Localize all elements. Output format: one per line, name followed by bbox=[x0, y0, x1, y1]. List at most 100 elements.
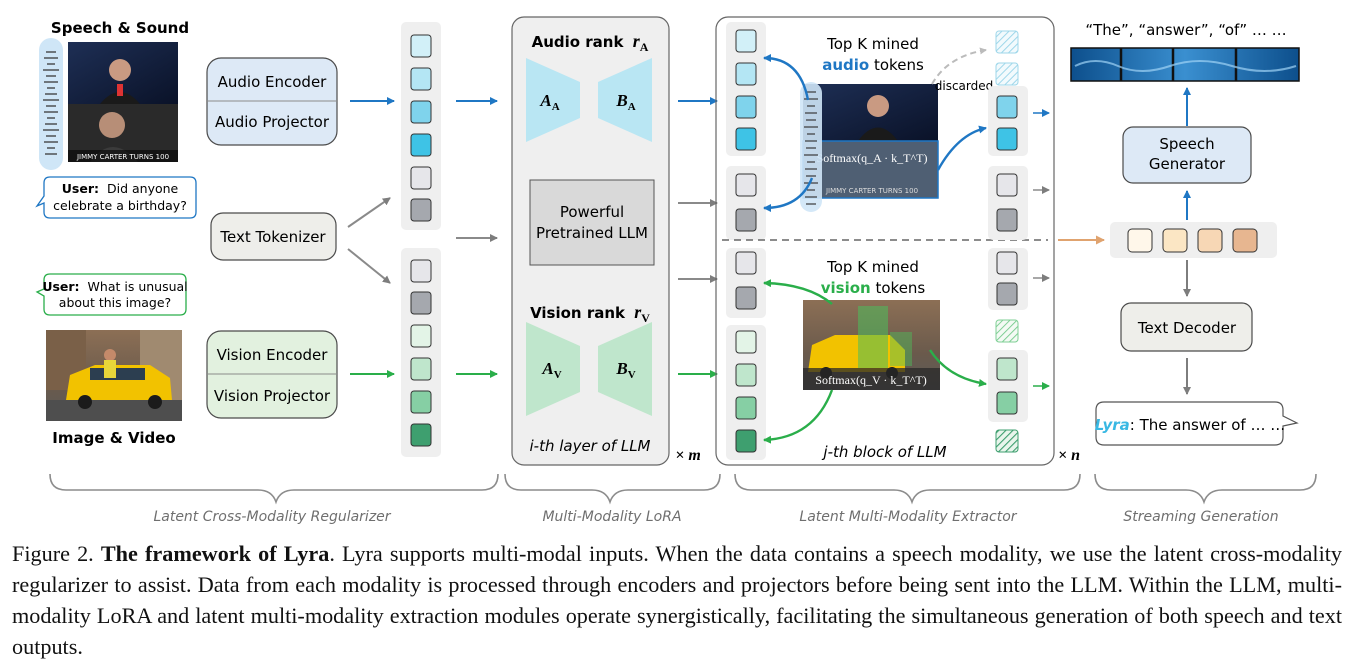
llm-layer-label: i-th layer of LLM bbox=[529, 437, 650, 455]
discarded-label: discarded bbox=[935, 79, 994, 93]
vision-encoder-projector-block: Vision Encoder Vision Projector bbox=[206, 330, 338, 419]
repeat-m: × m bbox=[675, 447, 701, 464]
mined-vision-token bbox=[996, 391, 1018, 415]
llm-label-line-1: Powerful bbox=[560, 203, 624, 221]
lora-b-vision: BV bbox=[615, 359, 635, 381]
section-braces bbox=[49, 473, 1317, 505]
audio-token bbox=[735, 127, 757, 151]
vision-projector-label: Vision Projector bbox=[214, 387, 331, 405]
section-label-regularizer: Latent Cross-Modality Regularizer bbox=[153, 509, 391, 525]
text-token bbox=[735, 286, 757, 310]
arrow-tokenizer-up bbox=[347, 197, 391, 228]
hidden-token bbox=[1127, 228, 1153, 253]
lyra-output-prefix: Lyra bbox=[1095, 416, 1130, 434]
llm-block-label: j-th block of LLM bbox=[821, 443, 946, 461]
audio-token bbox=[410, 67, 432, 91]
image-query-prefix: User: bbox=[42, 279, 79, 294]
news-video-thumbnail: JIMMY CARTER TURNS 100 bbox=[68, 42, 178, 162]
svg-text:Lyra: The answer of … …: Lyra: The answer of … … bbox=[1095, 416, 1285, 434]
vision-rank-label: Vision rank rV bbox=[530, 302, 650, 325]
vision-token bbox=[735, 363, 757, 387]
vision-attention-arrow-to-vision bbox=[763, 389, 834, 444]
text-decoder-block bbox=[1120, 302, 1253, 352]
speech-generator-label-2: Generator bbox=[1149, 155, 1226, 173]
hidden-token bbox=[1197, 228, 1223, 253]
vision-token bbox=[735, 330, 757, 354]
lora-b-vision-trapezoid bbox=[598, 322, 652, 416]
text-token bbox=[410, 166, 432, 190]
audio-token bbox=[410, 34, 432, 58]
speech-query-bubble: User: Did anyone celebrate a birthday? bbox=[35, 176, 197, 219]
caption-title: The framework of Lyra bbox=[100, 541, 330, 566]
softmax-audio: Softmax(q_A · k_T^T) bbox=[817, 151, 928, 165]
lyra-output-bubble: Lyra: The answer of … … bbox=[1095, 401, 1299, 446]
text-token bbox=[735, 208, 757, 232]
speech-generator-label-1: Speech bbox=[1159, 135, 1214, 153]
audio-attention-arrow-to-audio bbox=[763, 54, 810, 101]
audio-panel-caption: JIMMY CARTER TURNS 100 bbox=[825, 187, 918, 195]
text-token bbox=[735, 173, 757, 197]
lora-b-audio: BA bbox=[615, 91, 635, 113]
hidden-token bbox=[1162, 228, 1188, 253]
speech-spectrogram bbox=[1070, 47, 1300, 82]
text-tokenizer-label: Text Tokenizer bbox=[219, 228, 326, 246]
lora-b-audio-trapezoid bbox=[598, 58, 652, 142]
text-token bbox=[410, 291, 432, 315]
audio-token bbox=[410, 133, 432, 157]
audio-mined-arrow bbox=[936, 125, 987, 171]
discarded-arrow bbox=[931, 47, 987, 85]
llm-label-line-2: Pretrained LLM bbox=[536, 224, 648, 242]
section-label-extractor: Latent Multi-Modality Extractor bbox=[799, 509, 1017, 525]
discarded-vision-token bbox=[995, 319, 1019, 343]
top-k-vision-line-1: Top K mined bbox=[826, 258, 919, 276]
video-caption: JIMMY CARTER TURNS 100 bbox=[76, 153, 169, 161]
audio-rank-label: Audio rank rA bbox=[532, 31, 649, 54]
vision-token bbox=[410, 324, 432, 348]
mined-vision-token bbox=[996, 357, 1018, 381]
top-k-audio-line-1: Top K mined bbox=[826, 35, 919, 53]
caption-body: . Lyra supports multi-modal inputs. When… bbox=[12, 541, 1343, 659]
taxi-street-image bbox=[46, 330, 182, 421]
audio-projector-label: Audio Projector bbox=[215, 113, 330, 131]
discarded-vision-token bbox=[995, 429, 1019, 453]
hidden-token bbox=[1232, 228, 1258, 253]
llm-block-container bbox=[715, 16, 1055, 466]
image-query-bubble: User: What is unusual about this image? bbox=[35, 273, 188, 316]
mined-audio-token bbox=[996, 127, 1018, 151]
speech-query-prefix: User: bbox=[62, 181, 99, 196]
lora-a-vision-trapezoid bbox=[526, 322, 580, 416]
lora-a-vision: AV bbox=[541, 359, 561, 381]
vision-token bbox=[735, 429, 757, 453]
vision-mined-arrow bbox=[928, 349, 987, 387]
vision-encoder-label: Vision Encoder bbox=[217, 346, 329, 364]
lyra-output-text: : The answer of … … bbox=[1130, 416, 1285, 434]
discarded-audio-token bbox=[995, 30, 1019, 54]
mined-audio-token bbox=[996, 95, 1018, 119]
audio-attention-waveform-icon bbox=[804, 91, 818, 205]
audio-attention-arrow-to-text bbox=[763, 177, 814, 212]
audio-token bbox=[735, 62, 757, 86]
audio-token bbox=[735, 29, 757, 53]
speech-query-text-2: celebrate a birthday? bbox=[53, 198, 187, 213]
audio-token bbox=[735, 95, 757, 119]
audio-attention-panel: Softmax(q_A · k_T^T) JIMMY CARTER TURNS … bbox=[802, 84, 939, 199]
top-k-vision-line-2: vision tokens bbox=[821, 279, 926, 297]
text-decoder-label: Text Decoder bbox=[1137, 319, 1237, 337]
svg-text:User: What is unusual: User: What is unusual bbox=[42, 279, 187, 294]
repeat-n: × n bbox=[1058, 447, 1080, 464]
vision-token bbox=[410, 423, 432, 447]
text-tokenizer-block: Text Tokenizer bbox=[210, 212, 337, 261]
streaming-words: “The”, “answer”, “of” … … bbox=[1085, 21, 1286, 39]
extractor-input-audio-column bbox=[726, 22, 766, 156]
svg-text:User: Did anyone: User: Did anyone bbox=[62, 181, 179, 196]
text-token bbox=[996, 282, 1018, 306]
audio-waveform-pill bbox=[39, 38, 63, 170]
figure-caption: Figure 2. The framework of Lyra. Lyra su… bbox=[12, 538, 1342, 662]
audio-token bbox=[410, 100, 432, 124]
text-token bbox=[996, 208, 1018, 232]
speech-generator-block bbox=[1122, 126, 1252, 184]
text-token bbox=[410, 259, 432, 283]
image-query-text-2: about this image? bbox=[59, 295, 171, 310]
text-token bbox=[996, 251, 1018, 275]
vision-token bbox=[410, 390, 432, 414]
